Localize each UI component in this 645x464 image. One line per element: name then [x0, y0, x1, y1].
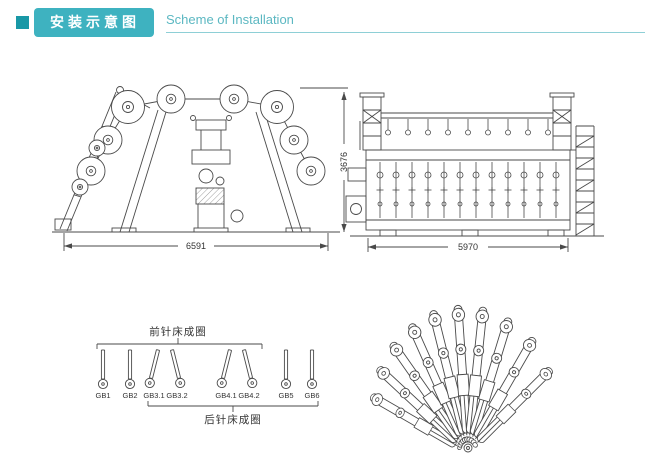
gb4-1-label: GB4.1 — [215, 391, 236, 400]
guide-bar-diagram: 前针床成圈 GB1 GB2 GB3.1 GB3.2 GB4.1 GB4.2 GB… — [95, 325, 319, 426]
side-width-dimension: 5970 — [367, 238, 569, 252]
gb1-label: GB1 — [95, 391, 110, 400]
gb5-label: GB5 — [278, 391, 293, 400]
front-bracket — [96, 338, 263, 349]
page-header: 安装示意图 Scheme of Installation — [16, 8, 645, 37]
front-needle-bed-label: 前针床成圈 — [149, 325, 207, 338]
right-tower — [549, 92, 575, 151]
machine-body — [365, 149, 571, 237]
fan-pivot — [463, 443, 473, 453]
gb4-2-label: GB4.2 — [238, 391, 259, 400]
front-height-dim-value: 3676 — [339, 152, 349, 172]
side-width-dim-value: 5970 — [458, 242, 478, 252]
left-tower — [359, 92, 385, 151]
gb6-label: GB6 — [304, 391, 319, 400]
guide-bar-fan — [367, 304, 556, 454]
side-view-drawing: 5970 — [345, 92, 604, 252]
guide-bars — [97, 348, 318, 390]
page-title-zh: 安装示意图 — [34, 8, 154, 37]
motor-unit — [345, 121, 367, 223]
top-beam — [381, 112, 553, 136]
front-width-dimension: 6591 — [63, 233, 329, 251]
front-view-drawing: 6591 3676 — [52, 84, 349, 251]
guide-bar-labels: GB1 GB2 GB3.1 GB3.2 GB4.1 GB4.2 GB5 GB6 — [95, 391, 319, 400]
page-title-en: Scheme of Installation — [166, 12, 294, 27]
back-needle-bed-label: 后针床成圈 — [204, 413, 262, 426]
header-accent-square-icon — [16, 16, 29, 29]
header-right: Scheme of Installation — [166, 9, 645, 36]
back-bracket — [147, 401, 319, 412]
yarn-beams — [71, 84, 326, 196]
knitting-mechanism — [190, 115, 244, 228]
access-ladder — [570, 125, 595, 236]
gb3-2-label: GB3.2 — [166, 391, 187, 400]
front-width-dim-value: 6591 — [186, 241, 206, 251]
gb3-1-label: GB3.1 — [143, 391, 164, 400]
gb2-label: GB2 — [122, 391, 137, 400]
front-height-dimension: 3676 — [300, 87, 349, 232]
header-rule — [166, 32, 645, 33]
